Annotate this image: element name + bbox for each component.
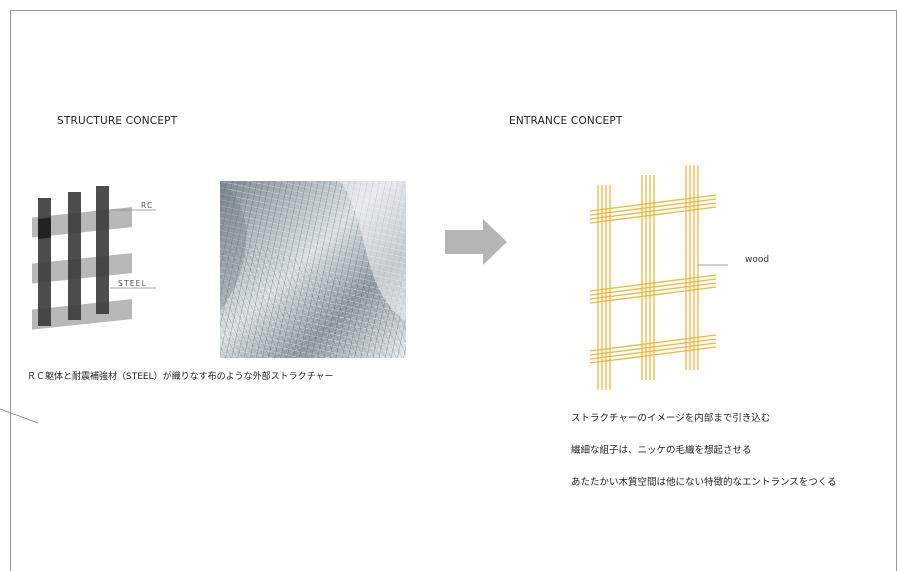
rc-steel-grid-diagram: [32, 186, 156, 330]
entrance-caption-line-2: 繊細な組子は、ニッケの毛織を想起させる: [571, 445, 752, 456]
rc-column: [68, 192, 81, 320]
entrance-caption-line-1: ストラクチャーのイメージを内部まで引き込む: [571, 413, 771, 424]
rc-column: [96, 186, 109, 314]
wood-label: wood: [745, 255, 770, 265]
steel-label: STEEL: [118, 279, 147, 288]
fabric-texture-image: [220, 181, 406, 358]
wood-lattice-diagram: [589, 165, 728, 390]
entrance-concept-title: ENTRANCE CONCEPT: [509, 115, 623, 127]
entrance-caption-line-3: あたたかい木質空間は他にない特徴的なエントランスをつくる: [571, 477, 837, 488]
rc-label: RC: [141, 201, 154, 210]
structure-caption: ＲＣ躯体と耐震補強材（STEEL）が織りなす布のような外部ストラクチャー: [27, 372, 334, 382]
right-arrow-icon: [445, 219, 507, 265]
rc-column: [38, 198, 51, 326]
structure-concept-title: STRUCTURE CONCEPT: [57, 115, 178, 127]
